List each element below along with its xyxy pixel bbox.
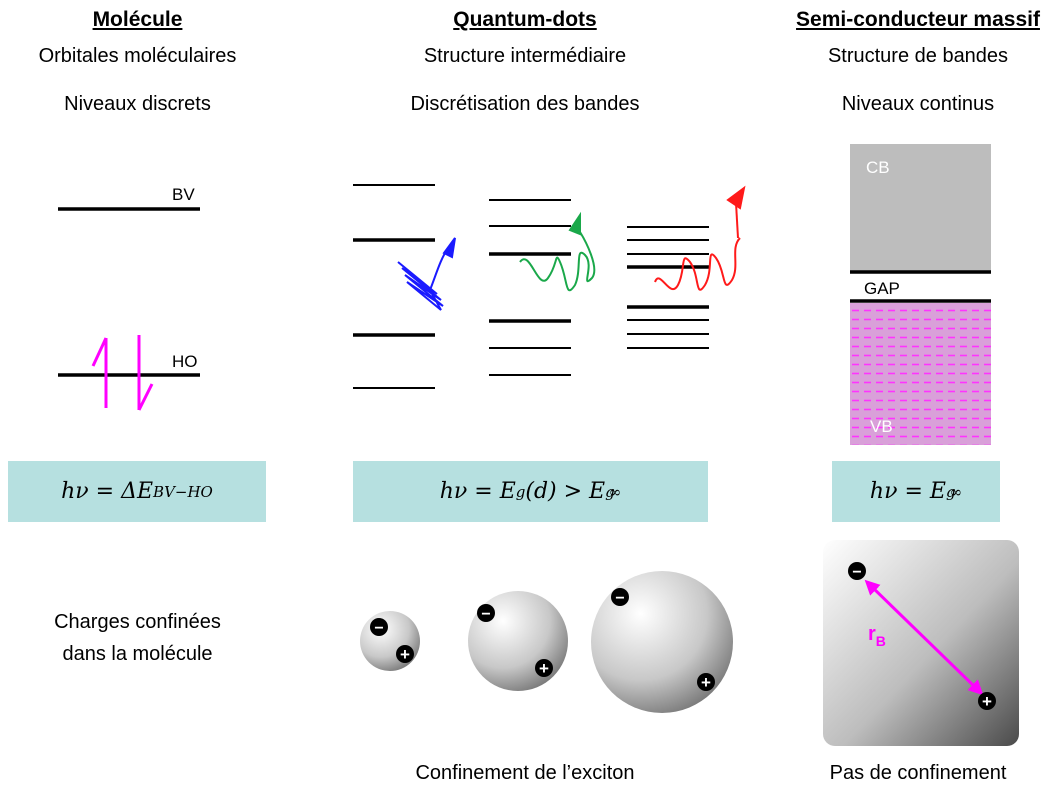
- molecule-caption-1: Charges confinées: [54, 611, 221, 633]
- qd-medium-levels: [489, 199, 571, 376]
- qd-formula-sub1: g: [515, 482, 526, 501]
- spin-down-arrow: [137, 335, 154, 411]
- svg-text:−: −: [481, 606, 490, 623]
- valence-band: [850, 303, 991, 445]
- qd-large-levels: [627, 226, 709, 349]
- ho-label: HO: [172, 352, 198, 371]
- bulk-subtitle-1: Structure de bandes: [827, 45, 1009, 67]
- qd-formula-lhs: hν = E: [439, 479, 516, 504]
- molecule-caption: Charges confinées dans la molécule: [0, 606, 275, 670]
- photon-red: [654, 185, 746, 291]
- svg-text:−: −: [852, 564, 861, 581]
- bulk-formula-lhs: hν = E: [869, 479, 946, 504]
- electron-icon: −: [477, 604, 495, 623]
- hole-icon: +: [535, 659, 553, 678]
- molecule-formula-sub: BV−HO: [153, 482, 213, 501]
- bulk-title: Semi-conducteur massif: [796, 8, 1040, 31]
- svg-text:−: −: [615, 590, 624, 607]
- qd-title: Quantum-dots: [453, 8, 597, 31]
- svg-text:+: +: [701, 673, 711, 692]
- hole-icon: +: [396, 645, 414, 664]
- qd-sphere-large: [591, 571, 733, 713]
- bulk-formula-sup: ∞: [949, 482, 963, 501]
- bulk-subtitle-2: Niveaux continus: [841, 93, 995, 115]
- electron-icon: −: [611, 588, 629, 607]
- molecule-caption-2: dans la molécule: [62, 643, 213, 665]
- bohr-radius-label: rB: [868, 623, 886, 649]
- qd-subtitle-2: Discrétisation des bandes: [410, 93, 640, 115]
- bv-label: BV: [172, 185, 195, 204]
- photon-blue: [397, 237, 456, 311]
- qd-sphere-small: [360, 611, 420, 671]
- qd-caption: Confinement de l’exciton: [415, 762, 635, 784]
- molecule-subtitle-1: Orbitales moléculaires: [38, 45, 237, 67]
- svg-text:−: −: [374, 620, 383, 637]
- cb-label: CB: [866, 158, 890, 177]
- qd-formula-sup2: ∞: [608, 482, 622, 501]
- electron-icon: −: [370, 618, 388, 637]
- photon-green: [519, 211, 596, 292]
- qd-formula-sub2: g: [605, 482, 615, 501]
- svg-text:+: +: [982, 692, 992, 711]
- gap-label: GAP: [864, 279, 900, 298]
- bulk-formula-sub: g: [945, 482, 956, 501]
- electron-icon: −: [848, 562, 866, 581]
- svg-text:+: +: [539, 659, 549, 678]
- molecule-title: Molécule: [92, 8, 183, 31]
- svg-text:+: +: [400, 645, 410, 664]
- qd-subtitle-1: Structure intermédiaire: [423, 45, 627, 67]
- molecule-formula-lhs: hν = ΔE: [61, 479, 154, 504]
- qd-small-levels: [353, 184, 435, 389]
- vb-label: VB: [870, 417, 893, 436]
- conduction-band: [850, 144, 991, 272]
- spin-up-arrow: [91, 337, 108, 408]
- bohr-radius-arrow: [864, 579, 984, 696]
- molecule-subtitle-2: Niveaux discrets: [64, 93, 211, 115]
- hole-icon: +: [978, 692, 996, 711]
- qd-formula-mid: (d) > E: [525, 479, 606, 504]
- bulk-caption: Pas de confinement: [829, 762, 1007, 784]
- hole-icon: +: [697, 673, 715, 692]
